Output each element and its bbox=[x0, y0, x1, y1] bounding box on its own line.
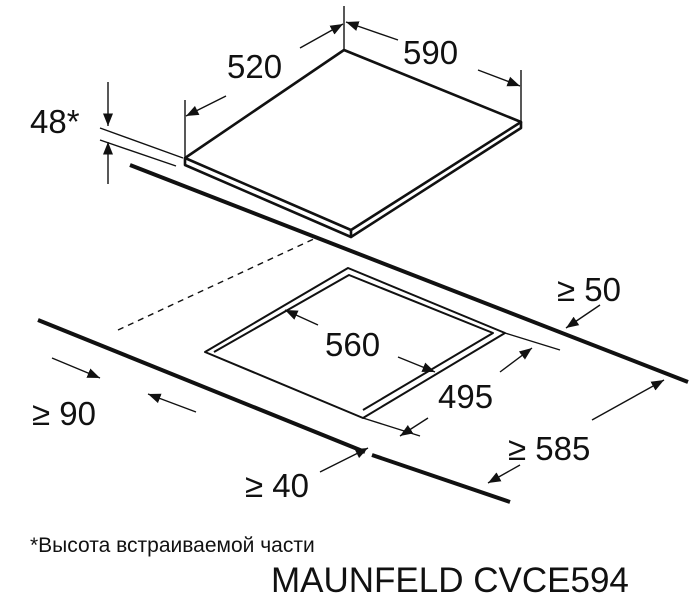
dim-560-arrow-left bbox=[284, 309, 319, 326]
dim-side-clearance: ≥ 90 bbox=[32, 395, 96, 432]
dim-520-arrow-left bbox=[185, 95, 227, 117]
countertop-hidden-edge bbox=[117, 236, 319, 331]
dim-50-arrow bbox=[565, 304, 601, 329]
dim-90-arrow-left bbox=[51, 357, 101, 379]
dim-585-arrow-bottom bbox=[487, 464, 521, 484]
dim-585-arrow-top bbox=[591, 379, 665, 421]
dim-495-arrow-bottom bbox=[399, 417, 429, 437]
countertop-back-edge bbox=[129, 163, 689, 384]
dim-40-arrow bbox=[319, 447, 369, 473]
footnote: *Высота встраиваемой части bbox=[30, 534, 315, 557]
dim-590-arrow-left bbox=[345, 21, 399, 41]
dim-90-arrow-right bbox=[147, 393, 197, 413]
dim-495-ext-bottom bbox=[362, 417, 421, 437]
dim-560-arrow-right bbox=[397, 356, 436, 373]
dim-back-clearance: ≥ 50 bbox=[557, 271, 621, 308]
dim-520-arrow-right bbox=[299, 23, 344, 49]
dim-590-arrow-right bbox=[477, 69, 521, 87]
dim-countertop-depth: ≥ 585 bbox=[508, 430, 590, 467]
dim-495-arrow-top bbox=[499, 347, 533, 373]
dim-48-ext-bottom bbox=[99, 139, 177, 167]
countertop-front-edge-right bbox=[371, 453, 511, 504]
dim-48-ext-top bbox=[99, 127, 184, 159]
dim-front-clearance: ≥ 40 bbox=[245, 467, 309, 504]
dim-hob-depth: 520 bbox=[227, 48, 282, 85]
model-name: MAUNFELD CVCE594 bbox=[271, 561, 629, 600]
dim-cutout-width: 560 bbox=[325, 326, 380, 363]
dim-hob-width: 590 bbox=[403, 34, 458, 71]
dim-cutout-depth: 495 bbox=[438, 378, 493, 415]
dim-hob-height: 48* bbox=[30, 103, 80, 140]
dim-495-ext-right bbox=[504, 332, 561, 351]
countertop-front-edge-left bbox=[37, 318, 366, 454]
